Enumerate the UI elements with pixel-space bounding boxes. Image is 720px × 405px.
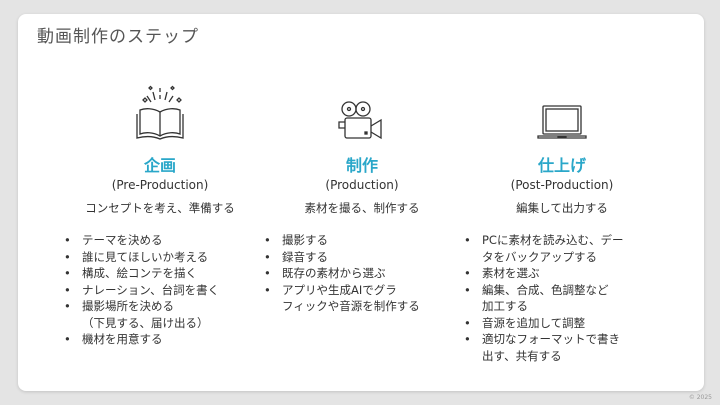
step-name: 企画 (143, 156, 176, 175)
copyright-footer: © 2025 (688, 394, 712, 401)
list-item: 構成、絵コンテを描く (62, 265, 219, 282)
list-item: 録音する (262, 249, 420, 266)
list-item: 撮影場所を決める (62, 298, 219, 315)
list-item: 音源を追加して調整 (462, 315, 623, 332)
column-pre-production: 企画 (Pre-Production) コンセプトを考え、準備する (60, 80, 260, 216)
list-item: アプリや生成AIでグラ (262, 282, 420, 299)
post-production-list: PCに素材を読み込む、デー タをバックアップする 素材を選ぶ 編集、合成、色調整… (462, 232, 623, 364)
step-description: 編集して出力する (516, 201, 608, 215)
step-subtitle: (Production) (325, 178, 399, 192)
list-item: 撮影する (262, 232, 420, 249)
list-item-continued: （下見する、届け出る） (82, 315, 209, 330)
laptop-icon (462, 80, 662, 142)
step-subtitle: (Post-Production) (510, 178, 614, 192)
list-item: ナレーション、台詞を書く (62, 282, 219, 299)
book-icon (60, 80, 260, 142)
step-subtitle: (Pre-Production) (111, 178, 209, 192)
list-item-continued: 出す、共有する (482, 348, 562, 363)
step-name: 制作 (345, 156, 378, 175)
production-list: 撮影する 録音する 既存の素材から選ぶ アプリや生成AIでグラ フィックや音源を… (262, 232, 420, 315)
list-item: 編集、合成、色調整など (462, 282, 623, 299)
slide-title: 動画制作のステップ (37, 27, 199, 47)
list-item-continued: フィックや音源を制作する (282, 299, 420, 313)
list-item: 適切なフォーマットで書き (462, 331, 623, 348)
step-description: 素材を撮る、制作する (304, 201, 420, 215)
list-item: テーマを決める (62, 232, 219, 249)
pre-production-list: テーマを決める 誰に見てほしいか考える 構成、絵コンテを描く ナレーション、台詞… (62, 232, 219, 348)
list-item: 素材を選ぶ (462, 265, 623, 282)
list-item-continued: 加工する (482, 299, 528, 313)
list-item: 誰に見てほしいか考える (62, 249, 219, 266)
list-item: 既存の素材から選ぶ (262, 265, 420, 282)
column-post-production: 仕上げ (Post-Production) 編集して出力する (462, 80, 662, 216)
list-item: 機材を用意する (62, 331, 219, 348)
list-item: PCに素材を読み込む、デー (462, 232, 623, 249)
step-description: コンセプトを考え、準備する (85, 201, 235, 215)
column-production: 制作 (Production) 素材を撮る、制作する (262, 80, 462, 216)
step-name: 仕上げ (537, 156, 586, 175)
list-item-continued: タをバックアップする (482, 249, 597, 264)
film-camera-icon (262, 80, 462, 142)
